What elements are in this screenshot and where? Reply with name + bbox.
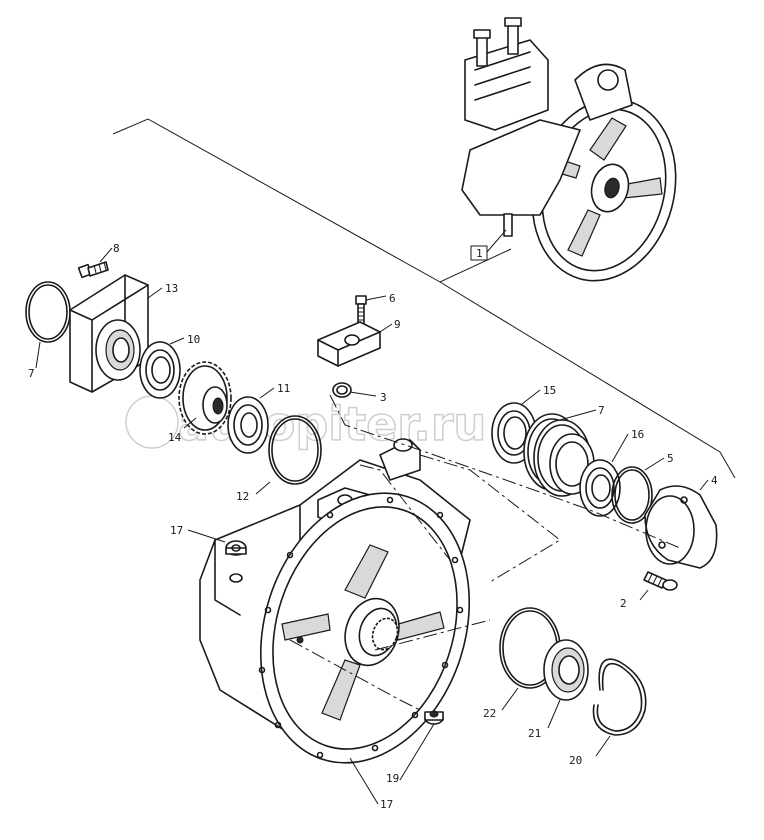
o-ring-7-left [25,281,71,343]
callout-box [470,245,488,261]
callout-22: 22 [483,707,496,720]
group-frame-lines [112,118,736,479]
callout-12: 10 [187,333,200,346]
assembled-pump [461,17,677,282]
gear-16 [178,361,232,435]
axis-lines [289,394,681,711]
seal-21 [543,639,589,701]
callout-18: 17 [170,524,183,537]
callout-9: 7 [598,404,605,417]
cover-4 [644,485,718,569]
callout-8: 8 [113,242,120,255]
main-housing-2 [199,438,471,764]
bearing-12 [139,341,181,399]
callout-2: 17 [380,798,393,811]
bolt-10 [643,571,678,591]
callout-21: 21 [528,727,541,740]
callout-15: 13 [165,282,178,295]
o-ring-14 [268,415,322,485]
callout-20: 20 [569,754,582,767]
plug-19 [424,710,444,725]
callout-10: 2 [620,597,627,610]
bearing-13 [227,396,269,454]
callout-5: 5 [667,452,674,465]
bearing-17-lower [579,459,621,517]
washer-3 [332,382,352,398]
callout-6: 6 [389,292,396,305]
callout-4: 4 [711,474,718,487]
seal-set-9 [523,413,595,497]
bolt-6 [355,295,367,325]
block-11 [317,321,381,367]
callouts: 8 13 7 10 14 11 12 6 9 3 15 7 16 [28,242,718,811]
callout-7-left: 7 [28,367,35,380]
o-ring-5 [611,466,653,524]
cover-plate-15 [69,274,149,393]
callout-13: 11 [277,382,290,395]
plug-18 [225,540,247,583]
bolt-8 [77,261,109,279]
callout-1-label: 1 [476,247,483,260]
callout-16: 14 [168,431,182,444]
callout-14: 12 [236,490,249,503]
callout-3: 3 [380,391,387,404]
callout-17-upper: 15 [543,384,556,397]
callout-17-lower: 16 [631,428,644,441]
callout-11: 9 [394,318,401,331]
callout-19: 19 [386,772,399,785]
callout-1: 1 [470,229,507,261]
snap-ring-20 [592,658,647,736]
